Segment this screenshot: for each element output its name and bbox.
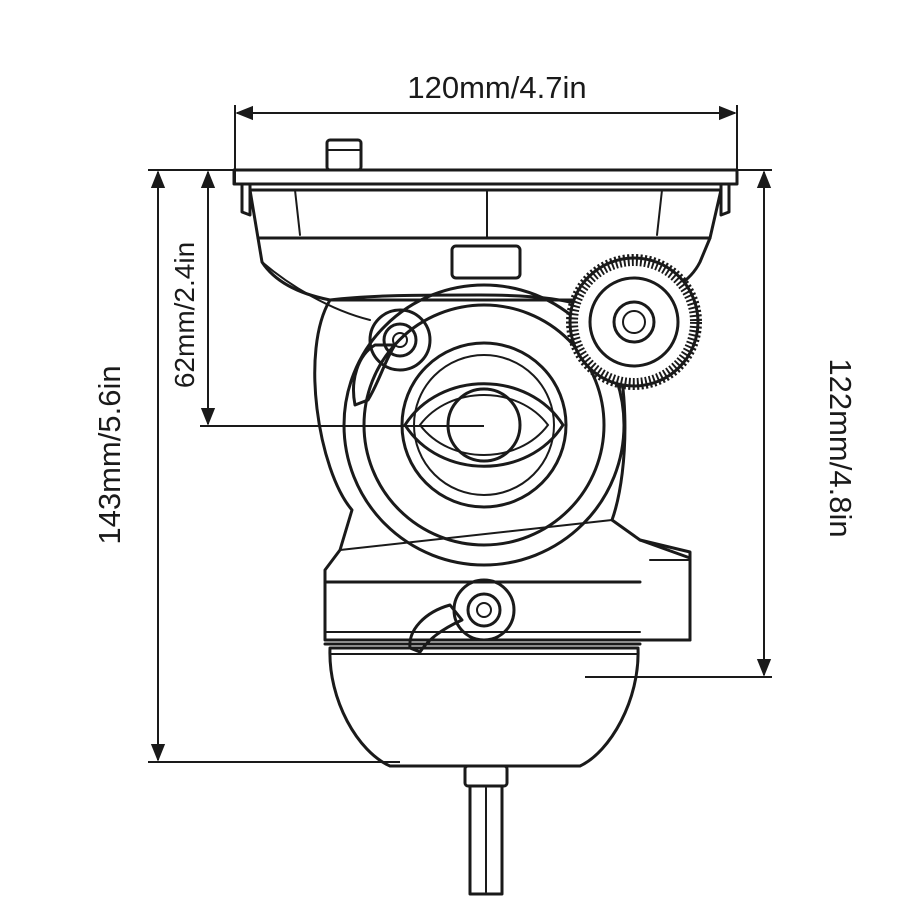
left-outer-height-label: 143mm/5.6in	[92, 365, 127, 544]
left-inner-height-dimension: 62mm/2.4in	[169, 169, 484, 427]
half-ball	[323, 642, 642, 768]
top-width-label: 120mm/4.7in	[407, 70, 586, 105]
tilt-disc	[342, 283, 626, 567]
pan-base	[323, 519, 692, 642]
fluid-head-drawing	[232, 138, 739, 896]
drag-knob	[566, 254, 702, 390]
plate-pin	[325, 138, 363, 172]
head-body	[261, 261, 692, 642]
top-width-dimension: 120mm/4.7in	[234, 70, 738, 185]
quick-release-plate	[232, 168, 739, 240]
tilt-lock-handle	[403, 382, 565, 468]
right-height-dimension: 122mm/4.8in	[585, 169, 858, 678]
left-outer-height-dimension: 143mm/5.6in	[92, 169, 400, 763]
tie-down-rod	[463, 764, 509, 896]
right-height-label: 122mm/4.8in	[823, 358, 858, 537]
upper-lock-lever	[352, 308, 432, 407]
left-inner-height-label: 62mm/2.4in	[169, 242, 200, 388]
plate-base	[256, 236, 712, 302]
